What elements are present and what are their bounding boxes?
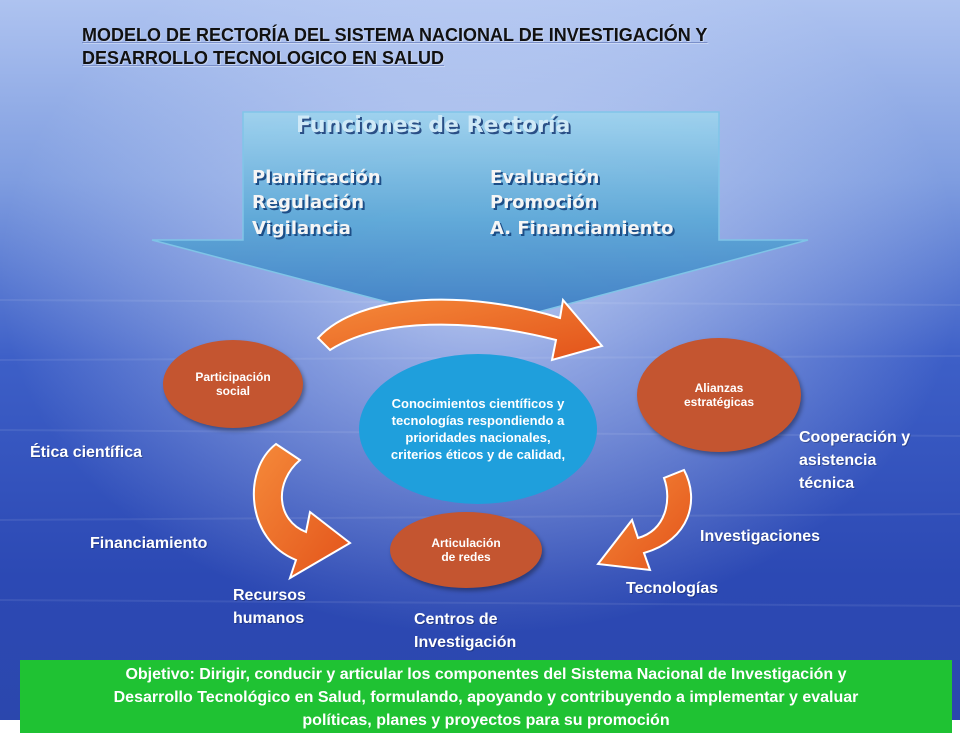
label-recursos-humanos: Recursos humanos bbox=[233, 584, 306, 630]
alianzas-line-1: Alianzas bbox=[694, 381, 744, 395]
participacion-line-2: social bbox=[215, 384, 250, 398]
center-line-2: tecnologías respondiendo a bbox=[391, 413, 565, 428]
centros-line-1: Centros de bbox=[414, 611, 498, 628]
objective-line-1: Objetivo: Dirigir, conducir y articular … bbox=[20, 663, 952, 686]
page-title: MODELO DE RECTORÍA DEL SISTEMA NACIONAL … bbox=[82, 24, 902, 70]
label-etica-cientifica: Ética científica bbox=[30, 444, 143, 461]
label-centros-investigacion: Centros de Investigación bbox=[414, 608, 516, 654]
title-line-1: MODELO DE RECTORÍA DEL SISTEMA NACIONAL … bbox=[82, 25, 708, 45]
cooperacion-line-1: Cooperación y bbox=[799, 429, 911, 446]
objective-box: Objetivo: Dirigir, conducir y articular … bbox=[20, 660, 952, 733]
functions-heading: Funciones de Rectoría bbox=[296, 113, 571, 138]
function-financiamiento: A. Financiamiento bbox=[490, 218, 674, 239]
cooperacion-line-2: asistencia bbox=[799, 452, 877, 469]
label-tecnologias: Tecnologías bbox=[626, 580, 719, 597]
function-regulacion: Regulación bbox=[252, 192, 365, 213]
center-line-3: prioridades nacionales, bbox=[405, 430, 551, 445]
right-cycle-arrow bbox=[596, 468, 692, 572]
articulacion-redes-bubble: Articulación de redes bbox=[390, 512, 542, 588]
function-evaluacion: Evaluación bbox=[490, 167, 600, 188]
center-knowledge-ellipse: Conocimientos científicos y tecnologías … bbox=[359, 354, 597, 504]
cooperacion-line-3: técnica bbox=[799, 475, 855, 492]
label-financiamiento: Financiamiento bbox=[90, 535, 208, 552]
function-promocion: Promoción bbox=[490, 192, 598, 213]
participacion-social-bubble: Participación social bbox=[163, 340, 303, 428]
label-cooperacion-asistencia: Cooperación y asistencia técnica bbox=[799, 426, 910, 495]
function-vigilancia: Vigilancia bbox=[252, 218, 351, 239]
objective-line-2: Desarrollo Tecnológico en Salud, formula… bbox=[113, 689, 859, 706]
objective-label: Objetivo: bbox=[125, 666, 195, 683]
objective-line-1-text: Dirigir, conducir y articular los compon… bbox=[199, 666, 847, 683]
center-line-1: Conocimientos científicos y bbox=[391, 396, 565, 411]
label-investigaciones: Investigaciones bbox=[700, 528, 821, 545]
alianzas-line-2: estratégicas bbox=[683, 395, 755, 409]
articulacion-line-1: Articulación bbox=[431, 536, 501, 550]
center-line-4: criterios éticos y de calidad, bbox=[390, 447, 566, 462]
centros-line-2: Investigación bbox=[414, 634, 517, 651]
title-line-2: DESARROLLO TECNOLOGICO EN SALUD bbox=[82, 48, 445, 68]
participacion-line-1: Participación bbox=[195, 370, 271, 384]
top-cycle-arrow bbox=[316, 297, 604, 362]
left-cycle-arrow bbox=[252, 442, 352, 581]
alianzas-estrategicas-bubble: Alianzas estratégicas bbox=[637, 338, 801, 452]
articulacion-line-2: de redes bbox=[441, 550, 491, 564]
functions-arrow-polygon bbox=[151, 111, 809, 328]
function-planificacion: Planificación bbox=[252, 167, 381, 188]
objective-line-3: políticas, planes y proyectos para su pr… bbox=[302, 712, 670, 729]
recursos-line-1: Recursos bbox=[233, 587, 306, 604]
recursos-line-2: humanos bbox=[233, 610, 305, 627]
